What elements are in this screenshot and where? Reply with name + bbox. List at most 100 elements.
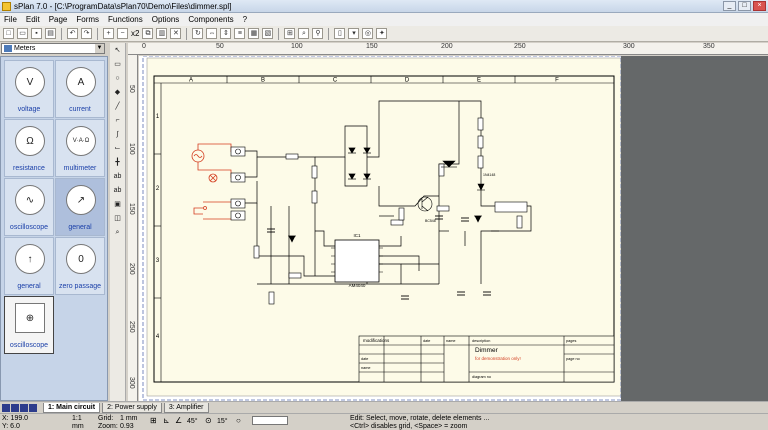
search-icon[interactable]: ⌕	[298, 28, 310, 39]
library-item-general-2[interactable]: ↑ general	[4, 237, 54, 295]
ellipse-icon[interactable]: ○	[115, 75, 120, 82]
image-icon[interactable]: ▣	[114, 201, 121, 208]
grid-value: 1 mm	[120, 415, 138, 422]
mirror-v-icon[interactable]: ⇕	[220, 28, 232, 39]
library-item-label: voltage	[17, 106, 41, 113]
line-style-select[interactable]	[252, 416, 288, 425]
page-icon[interactable]: ▯	[334, 28, 346, 39]
library-item-general[interactable]: ↗ general	[55, 178, 105, 236]
menu-edit[interactable]: Edit	[25, 15, 40, 24]
library-item-label: zero passage	[58, 283, 102, 290]
maximize-button[interactable]: □	[738, 1, 751, 11]
pin-icon[interactable]: ⚲	[312, 28, 324, 39]
redo-icon[interactable]: ↷	[81, 28, 92, 39]
minimize-button[interactable]: _	[723, 1, 736, 11]
menu-components[interactable]: Components	[188, 15, 234, 24]
snap-icon[interactable]: ⊞	[284, 28, 296, 39]
rotate-icon[interactable]: ↻	[192, 28, 204, 39]
prev-page-icon[interactable]	[11, 403, 19, 412]
label-icon[interactable]: ab	[113, 187, 122, 194]
gauge-vertical-icon: ↑	[15, 244, 45, 274]
rectangle-icon[interactable]: ▭	[114, 61, 121, 68]
zoom-in-icon[interactable]: +	[103, 28, 114, 39]
library-select[interactable]: Meters ▼	[1, 43, 105, 54]
angle-value-1: 45°	[187, 418, 198, 425]
close-button[interactable]: ×	[753, 1, 766, 11]
print-icon[interactable]: ▤	[45, 28, 56, 39]
row-label-1: 1	[156, 114, 160, 120]
library-item-multimeter[interactable]: V·A·Ω multimeter	[55, 119, 105, 177]
snap-grid-icon[interactable]: ⊞	[150, 416, 157, 425]
ic-am4040: IC1 AM4040	[331, 233, 383, 288]
paste-icon[interactable]: ▥	[156, 28, 168, 39]
library-item-oscilloscope[interactable]: ∿ oscilloscope	[4, 178, 54, 236]
library-item-voltage[interactable]: V voltage	[4, 60, 54, 118]
schematic-sheet[interactable]: A B C D E F 1 2 3 4	[139, 56, 768, 401]
zoom-dropdown-icon[interactable]: ▾	[348, 28, 360, 39]
tab-power-supply[interactable]: 2: Power supply	[102, 402, 162, 413]
ortho-icon[interactable]: ⊾	[163, 416, 170, 425]
ungroup-icon[interactable]: ▧	[262, 28, 274, 39]
angle-value-2: 15°	[217, 418, 228, 425]
library-item-zero-passage[interactable]: 0 zero passage	[55, 237, 105, 295]
measure-icon[interactable]: ◫	[114, 215, 121, 222]
zoom-out-icon[interactable]: −	[117, 28, 128, 39]
chevron-down-icon[interactable]: ▼	[95, 44, 104, 53]
zoom-icon[interactable]: ⌕	[115, 229, 120, 236]
mirror-h-icon[interactable]: ⇔	[206, 28, 218, 39]
next-page-icon[interactable]	[20, 403, 28, 412]
undo-icon[interactable]: ↶	[67, 28, 78, 39]
component-wizard-icon[interactable]: ✦	[376, 28, 388, 39]
multimeter-icon: V·A·Ω	[66, 126, 96, 156]
bus-icon[interactable]: ╋	[115, 159, 120, 166]
wire-icon[interactable]: ⌙	[114, 145, 121, 152]
menu-functions[interactable]: Functions	[108, 15, 143, 24]
library-item-label: general	[68, 224, 92, 231]
copy-icon[interactable]: ⧉	[142, 28, 154, 39]
library-item-current[interactable]: A current	[55, 60, 105, 118]
title-block-date: date	[423, 339, 430, 343]
fill-icon[interactable]: ◆	[114, 89, 121, 96]
gauge-icon: ↗	[66, 185, 96, 215]
library-item-oscilloscope-2[interactable]: ⊕ oscilloscope	[4, 296, 54, 354]
last-page-icon[interactable]	[29, 403, 37, 412]
menu-options[interactable]: Options	[151, 15, 180, 24]
status-bar: X: 199.0 Y: 6.0 1:1 mm Grid: 1 mm Zoom: …	[0, 413, 768, 430]
new-file-icon[interactable]: □	[3, 28, 14, 39]
polyline-icon[interactable]: ⌐	[115, 117, 120, 124]
group-icon[interactable]: ▦	[248, 28, 260, 39]
app-icon	[2, 2, 11, 11]
menu-page[interactable]: Page	[48, 15, 68, 24]
tab-main-circuit[interactable]: 1: Main circuit	[43, 402, 101, 413]
toolbar-separator	[328, 27, 330, 40]
terminal-blocks	[230, 146, 246, 221]
library-item-resistance[interactable]: Ω resistance	[4, 119, 54, 177]
delete-icon[interactable]: ✕	[170, 28, 182, 39]
text-icon[interactable]: ab	[113, 173, 122, 180]
line-icon[interactable]: ╱	[115, 103, 120, 110]
title-block-pages: pages	[566, 339, 576, 343]
ruler-label: 200	[128, 263, 135, 275]
toolbar-separator	[61, 27, 62, 40]
align-icon[interactable]: ≡	[234, 28, 246, 39]
zoom-x2-button[interactable]: x2	[131, 29, 140, 38]
target-icon[interactable]: ◎	[362, 28, 374, 39]
menu-help[interactable]: ?	[242, 15, 248, 24]
line-width-icon[interactable]: ○	[236, 416, 241, 425]
ruler-label: 350	[703, 43, 715, 50]
first-page-icon[interactable]	[2, 403, 10, 412]
open-folder-icon[interactable]: ▭	[17, 28, 28, 39]
angle-icon[interactable]: ∠	[175, 416, 183, 425]
save-icon[interactable]: ▪	[31, 28, 42, 39]
toolbar-separator	[278, 27, 280, 40]
bezier-icon[interactable]: ∫	[116, 131, 119, 138]
status-hint-2: <Ctrl> disables grid, <Space> = zoom	[350, 423, 468, 430]
tab-amplifier[interactable]: 3: Amplifier	[163, 402, 209, 413]
title-block-title: Dimmer	[475, 347, 499, 354]
pointer-icon[interactable]: ↖	[114, 47, 121, 54]
menu-forms[interactable]: Forms	[76, 15, 100, 24]
resistors	[253, 117, 523, 305]
menu-file[interactable]: File	[4, 15, 17, 24]
rotate-step-icon[interactable]: ⊙	[205, 416, 212, 425]
zener-diode	[288, 183, 485, 243]
